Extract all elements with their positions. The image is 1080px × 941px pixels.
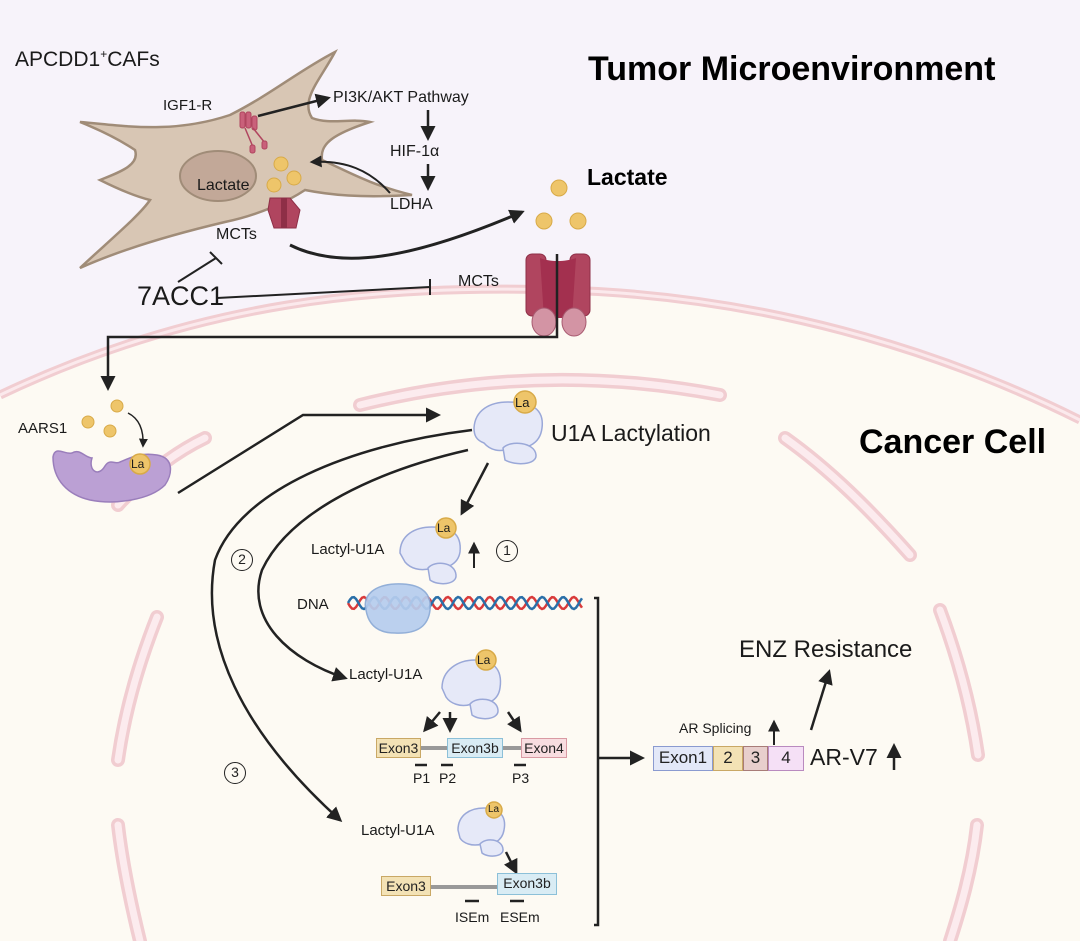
la-tag-mech2-text: La <box>477 653 491 667</box>
hif1a-label: HIF-1α <box>390 143 440 160</box>
ldha-label: LDHA <box>390 196 433 213</box>
pi3k-akt-label: PI3K/AKT Pathway <box>333 89 469 106</box>
lactyl-u1a-mech1-label: Lactyl-U1A <box>311 541 385 558</box>
mechanism-1-badge: 1 <box>496 540 518 562</box>
probe-p1-label: P1 <box>413 770 431 786</box>
la-tag-u1a <box>513 390 537 414</box>
arrow-mech2-p3 <box>506 711 522 733</box>
probe-p2-label: P2 <box>439 770 457 786</box>
ar-v7-exon4: 4 <box>768 746 804 771</box>
dna-label: DNA <box>297 596 329 613</box>
arrow-igf1r-to-pi3k <box>257 93 331 118</box>
exon3-mech2: Exon3 <box>376 738 421 758</box>
ar-v7-label: AR-V7 <box>810 744 878 770</box>
caf-lactate-dots <box>266 156 302 193</box>
extracellular-lactate-dots <box>535 179 587 230</box>
la-tag-aars1-text: La <box>131 457 145 471</box>
arrow-lactate-import <box>100 254 559 391</box>
extracellular-lactate-label: Lactate <box>587 164 668 190</box>
arrow-aars1-to-u1a <box>177 407 441 495</box>
arrow-to-enz-resistance <box>809 669 833 731</box>
caf-suffix: CAFs <box>107 48 160 71</box>
la-tag-aars1 <box>129 453 151 475</box>
arrow-ldha-to-lactate <box>309 155 391 194</box>
lactyl-u1a-mech3-label: Lactyl-U1A <box>361 822 435 839</box>
la-tag-mech1 <box>435 517 457 539</box>
igf1r-receptor-icon <box>239 111 268 154</box>
arrow-u1a-to-mech2 <box>257 448 469 682</box>
enz-resistance-label: ENZ Resistance <box>739 636 913 663</box>
rna-polymerase-icon <box>364 583 431 634</box>
arrow-lactate-to-aars1 <box>127 412 148 448</box>
lactyl-u1a-mech2-icon <box>441 659 502 720</box>
arrow-mech2-p1 <box>423 711 441 733</box>
arrow-u1a-to-mech1 <box>460 462 490 516</box>
la-tag-mech2 <box>475 649 497 671</box>
la-tag-mech3 <box>485 801 503 819</box>
arrow-mech3-exon3b <box>503 851 518 875</box>
la-tag-mech3-text: La <box>488 804 500 815</box>
aars1-label: AARS1 <box>18 420 68 437</box>
aars1-lactate-dots <box>81 399 124 438</box>
ar-v7-exon2: 2 <box>713 746 743 771</box>
membrane-mcts-label: MCTs <box>458 273 499 290</box>
ar-v7-exon1: Exon1 <box>653 746 713 771</box>
la-tag-mech1-text: La <box>437 521 451 535</box>
arrow-u1a-to-mech3 <box>210 428 473 823</box>
exon3-mech3: Exon3 <box>381 876 431 896</box>
caf-mcts-label: MCTs <box>216 226 257 243</box>
igf1r-label: IGF1-R <box>163 97 213 114</box>
u1a-lactylation-label: U1A Lactylation <box>551 420 711 446</box>
u1a-protein-icon <box>473 401 543 465</box>
inhibition-7acc1-caf-mcts <box>177 251 223 283</box>
caf-name: APCDD1 <box>15 48 101 71</box>
ar-splicing-label: AR Splicing <box>679 720 752 736</box>
convergence-bracket <box>594 596 600 927</box>
caf-superscript: + <box>100 47 108 61</box>
caf-lactate-label: Lactate <box>197 177 250 194</box>
lactyl-u1a-mech2-label: Lactyl-U1A <box>349 666 423 683</box>
tumor-microenvironment-title: Tumor Microenvironment <box>588 50 996 88</box>
mechanism-3-badge: 3 <box>224 762 246 784</box>
caf-mct-transporter-icon <box>267 197 301 229</box>
caf-label: APCDD1+CAFs <box>15 48 160 70</box>
arrow-caf-lactate-export <box>289 209 525 260</box>
inhibition-7acc1-membrane-mcts <box>216 279 431 299</box>
ar-v7-exon3: 3 <box>743 746 768 771</box>
la-tag-u1a-text: La <box>515 395 530 410</box>
mechanism-2-badge: 2 <box>231 549 253 571</box>
probe-p3-label: P3 <box>512 770 530 786</box>
inhibitor-7acc1-label: 7ACC1 <box>137 281 225 311</box>
exon3b-mech3: Exon3b <box>497 873 557 895</box>
esem-label: ESEm <box>500 909 540 925</box>
cancer-cell-title: Cancer Cell <box>859 423 1047 461</box>
exon4-mech2: Exon4 <box>521 738 567 758</box>
exon3b-mech2: Exon3b <box>447 738 503 758</box>
isem-label: ISEm <box>455 909 490 925</box>
caf-nucleus <box>179 150 257 202</box>
